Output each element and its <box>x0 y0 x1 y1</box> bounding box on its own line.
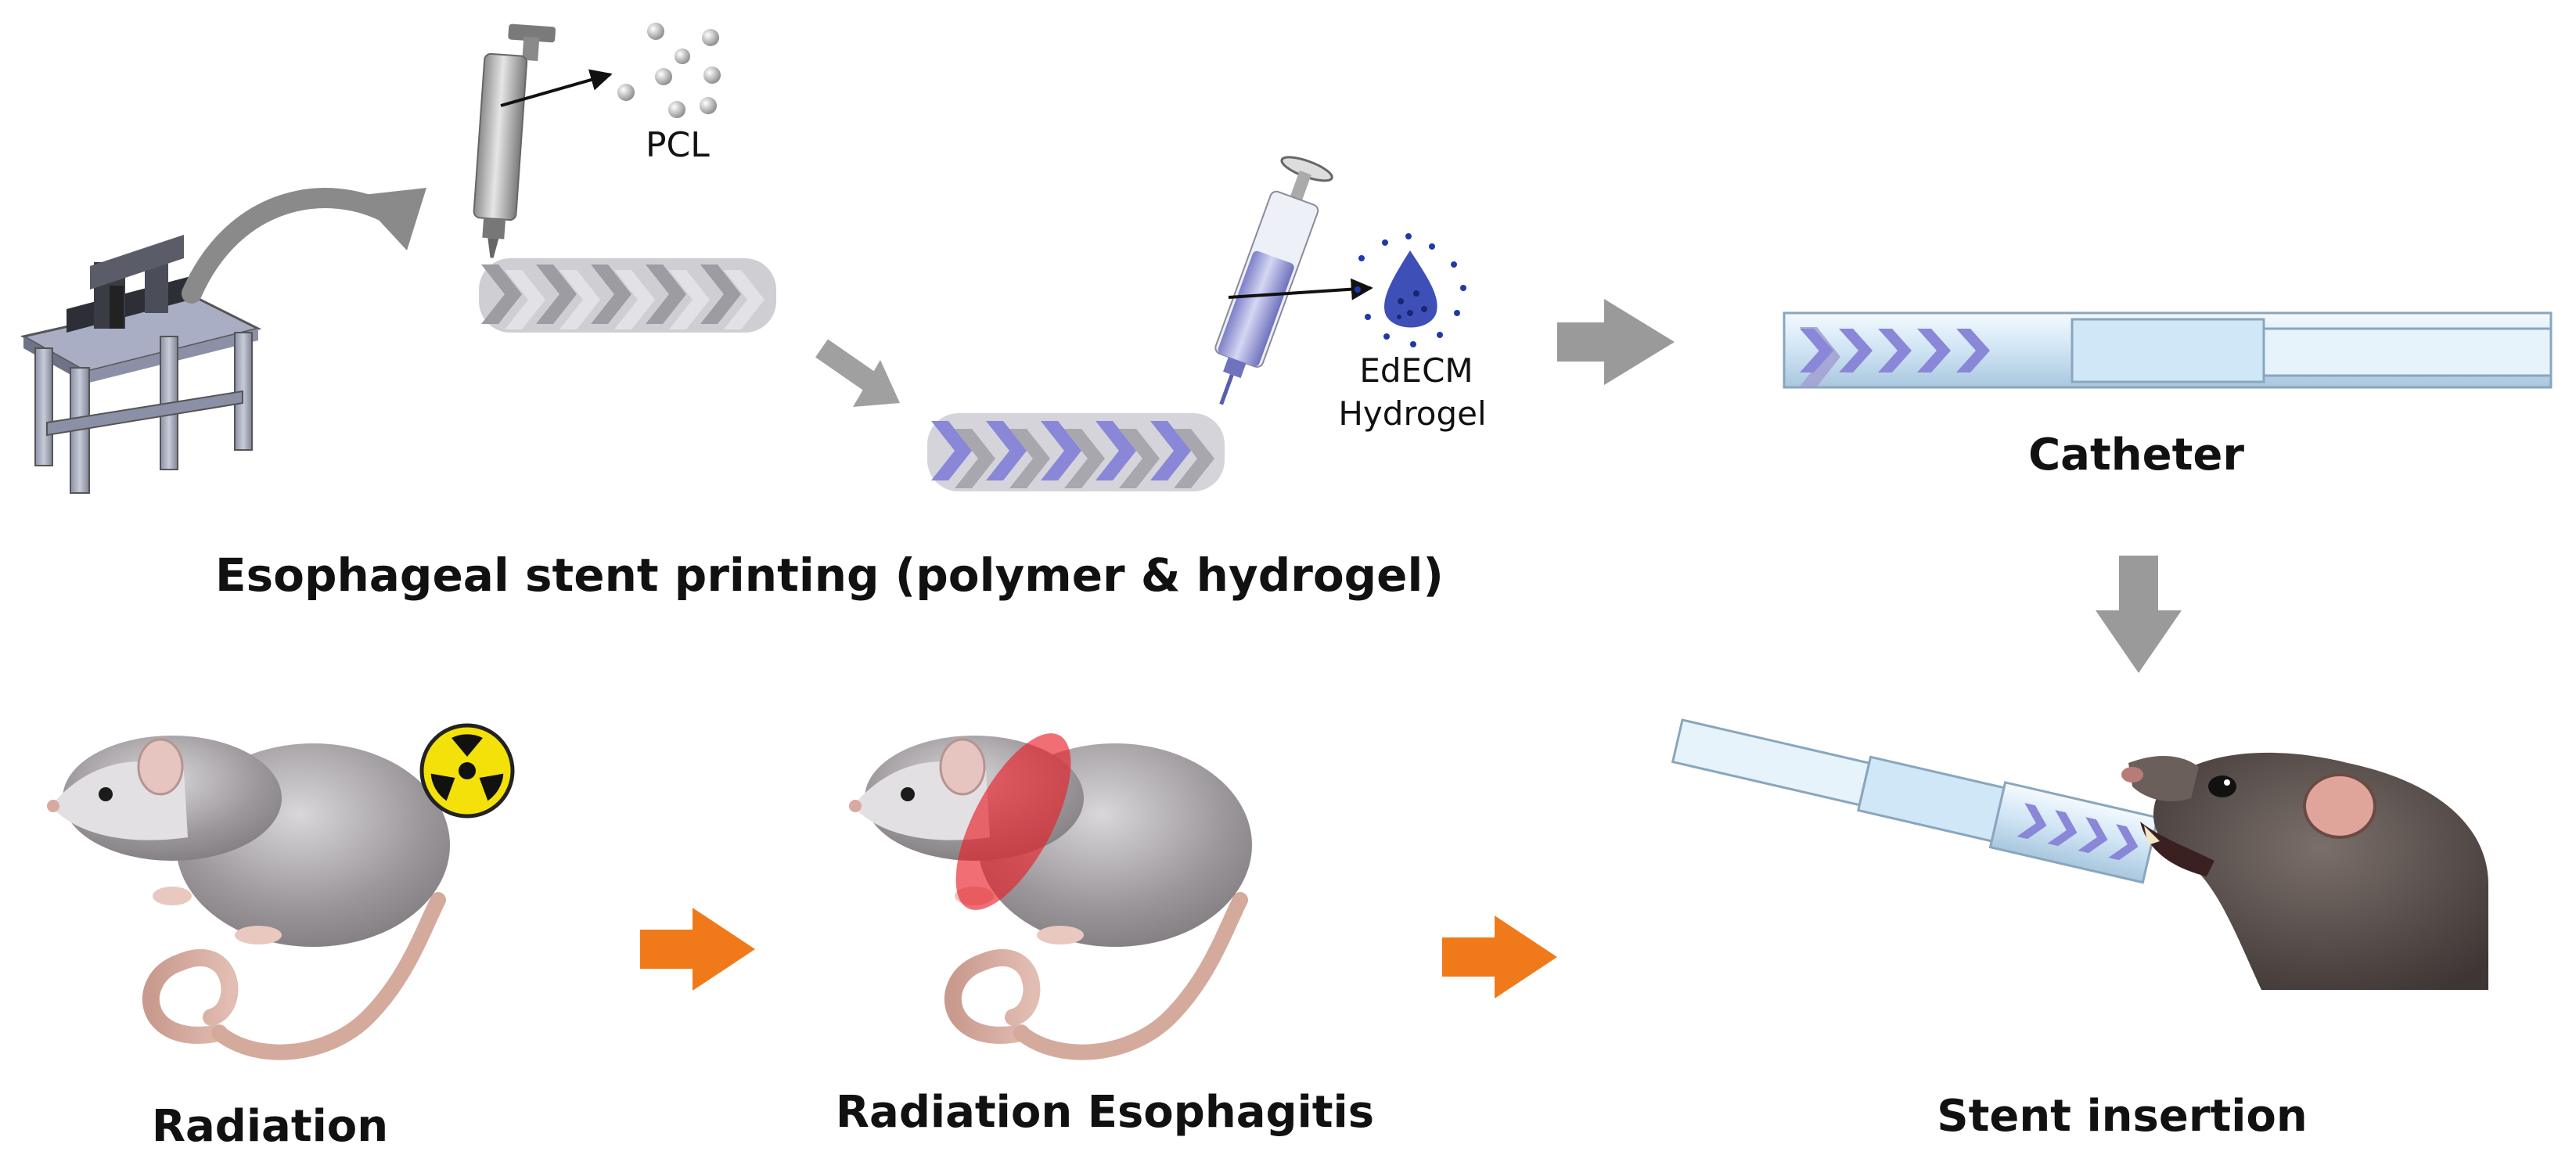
edecm-label-line1: EdECM <box>1359 351 1473 390</box>
arrow-to-insertion-step <box>1442 916 1557 998</box>
catheter-insertion <box>1671 718 2160 884</box>
syringe-icon <box>473 23 556 258</box>
stent-insertion-label: Stent insertion <box>1937 1091 2308 1142</box>
arrow-to-catheter <box>1557 299 1675 385</box>
arrow-to-insertion <box>2096 556 2182 673</box>
pcl-particles <box>617 23 721 118</box>
radiation-label: Radiation <box>152 1101 388 1152</box>
printing-step-label: Esophageal stent printing (polymer & hyd… <box>215 549 1444 602</box>
pcl-label: PCL <box>646 125 710 165</box>
hydrogel-droplet-icon <box>1355 233 1466 347</box>
pcl-stent <box>479 258 776 333</box>
radiation-esophagitis-label: Radiation Esophagitis <box>836 1087 1374 1138</box>
syringe-icon <box>1214 156 1333 405</box>
edecm-label-line2: Hydrogel <box>1338 394 1486 433</box>
arrow-to-hydrogel-stent <box>815 339 900 407</box>
arrow-to-esophagitis <box>640 908 755 991</box>
rat-icon <box>2121 752 2488 990</box>
radiation-zone <box>955 733 1071 910</box>
3d-printer-icon <box>20 235 262 494</box>
radiation-trefoil-icon <box>419 723 515 819</box>
catheter-label: Catheter <box>2028 430 2244 480</box>
hydrogel-stent <box>927 413 1225 491</box>
catheter <box>1783 311 2553 389</box>
rat-icon <box>47 736 450 1060</box>
curved-process-arrow <box>182 188 426 304</box>
